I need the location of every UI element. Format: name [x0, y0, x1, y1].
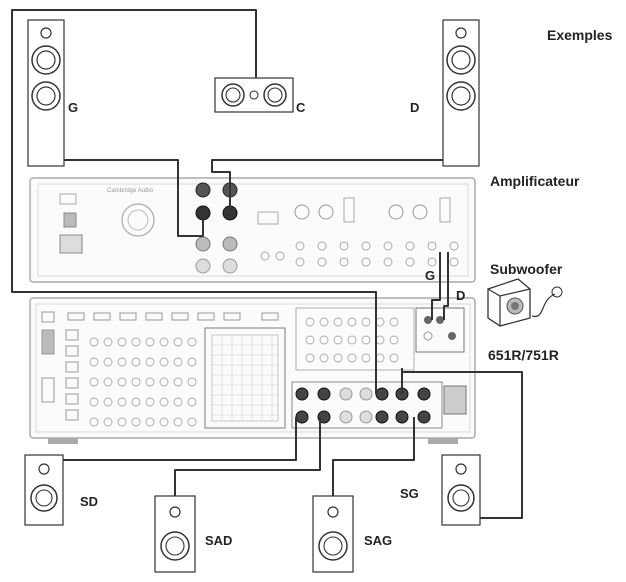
cable-surround-back-right — [174, 417, 321, 496]
label-surround-left: SG — [400, 486, 419, 501]
receiver-panel — [29, 297, 476, 444]
cable-sub-right — [443, 252, 449, 320]
speaker-surround-left — [441, 454, 481, 526]
label-center: C — [296, 100, 306, 115]
cable-surround-left — [401, 371, 523, 519]
speaker-surround-back-right — [154, 495, 196, 573]
label-surround-back-right: SAD — [205, 533, 232, 548]
cable-surround-back-left — [332, 417, 415, 496]
label-amplifier: Amplificateur — [490, 173, 580, 189]
label-surround-right: SD — [80, 494, 98, 509]
cable-sub-left — [431, 252, 441, 320]
amp-speaker-terminals — [195, 182, 238, 274]
subwoofer-icon — [487, 278, 563, 327]
speaker-center — [214, 77, 294, 113]
cable-center — [11, 9, 377, 394]
speaker-surround-right — [24, 454, 64, 526]
label-sub-left: G — [425, 268, 435, 283]
amplifier-brand: Cambridge Audio — [107, 188, 154, 194]
speaker-front-right — [442, 19, 480, 167]
amplifier-panel: Cambridge Audio — [29, 177, 476, 283]
speaker-front-left — [27, 19, 65, 167]
label-front-left: G — [68, 100, 78, 115]
cable-front-left — [64, 159, 204, 237]
title-label: Exemples — [547, 27, 613, 43]
label-subwoofer: Subwoofer — [490, 261, 563, 277]
label-receiver: 651R/751R — [488, 347, 559, 363]
receiver-speaker-terminals — [295, 387, 431, 424]
label-front-right: D — [410, 100, 419, 115]
label-sub-right: D — [456, 288, 465, 303]
speaker-cables — [11, 9, 523, 519]
cable-front-right — [211, 159, 443, 213]
label-surround-back-left: SAG — [364, 533, 392, 548]
speaker-surround-back-left — [312, 495, 354, 573]
cable-surround-right — [63, 417, 297, 461]
